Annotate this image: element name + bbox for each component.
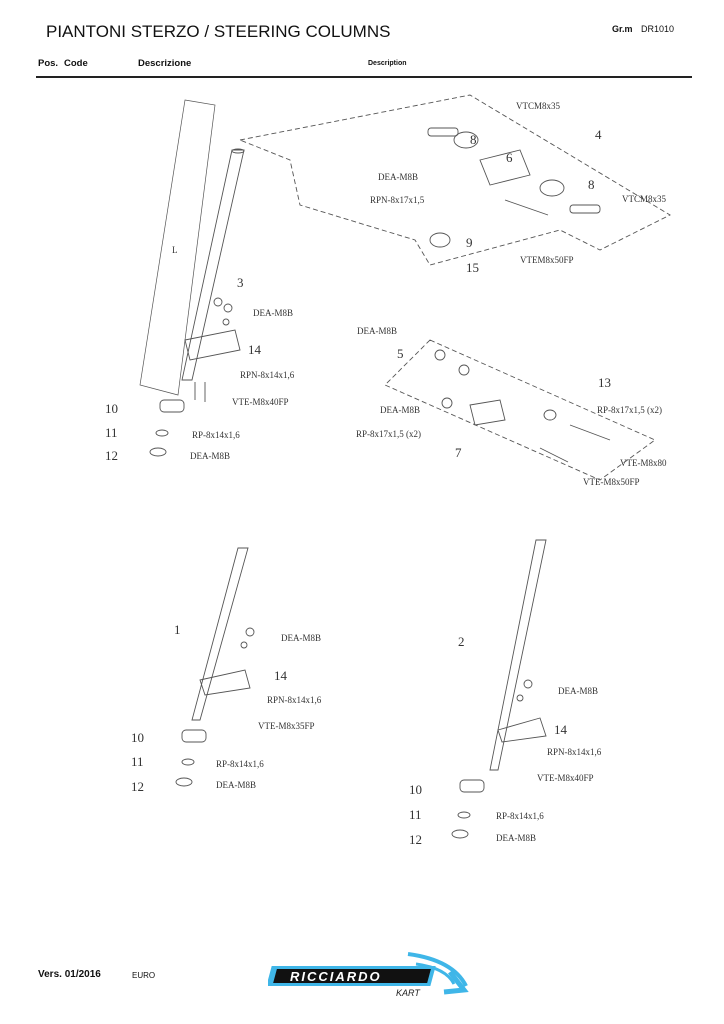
- dimension-l: L: [172, 245, 178, 255]
- callout-10: 10: [409, 782, 422, 797]
- bracket-14: [184, 329, 241, 361]
- callout-dea-m8b: DEA-M8B: [253, 308, 293, 318]
- callout-vtcm8x35: VTCM8x35: [516, 101, 561, 111]
- callout-8: 8: [470, 132, 477, 147]
- callout-14: 14: [248, 342, 261, 357]
- callout-dea-m8b: DEA-M8B: [357, 326, 397, 336]
- group-label: Gr.m: [612, 24, 633, 34]
- group-code: DR1010: [641, 24, 675, 34]
- callout-15: 15: [466, 260, 479, 275]
- page-title: PIANTONI STERZO / STEERING COLUMNS: [46, 22, 391, 41]
- steering-column-1: [191, 547, 249, 721]
- market: EURO: [132, 971, 156, 980]
- ricciardo-kart-logo: RICCIARDO KART: [268, 952, 469, 998]
- col-pos: Pos.: [38, 58, 59, 69]
- callout-11: 11: [131, 754, 144, 769]
- callout-rp: RP-8x14x1,6: [496, 811, 544, 821]
- callout-13: 13: [598, 375, 611, 390]
- callout-dea-m8b: DEA-M8B: [281, 633, 321, 643]
- callout-11: 11: [105, 425, 118, 440]
- callout-vte-m8x80: VTE-M8x80: [620, 458, 667, 468]
- svg-text:KART: KART: [396, 988, 421, 998]
- header-divider: [36, 76, 692, 78]
- callout-rp: RP-8x17x1,5 (x2): [356, 429, 421, 439]
- callout-8: 8: [588, 177, 595, 192]
- callout-dea-m8b: DEA-M8B: [378, 172, 418, 182]
- callout-rp: RP-8x17x1,5 (x2): [597, 405, 662, 415]
- callout-vte: VTE-M8x40FP: [232, 397, 289, 407]
- callout-rpn: RPN-8x17x1,5: [370, 195, 425, 205]
- callout-dea-m8b: DEA-M8B: [558, 686, 598, 696]
- callout-1: 1: [174, 622, 181, 637]
- callout-rpn: RPN-8x14x1,6: [547, 747, 602, 757]
- col-description: Description: [368, 60, 407, 67]
- assembly-box-4: [238, 94, 671, 266]
- callout-14: 14: [274, 668, 287, 683]
- col-code: Code: [64, 58, 88, 69]
- assembly-box-5: [384, 339, 656, 481]
- callout-12: 12: [105, 448, 118, 463]
- callout-vte: VTE-M8x35FP: [258, 721, 315, 731]
- callout-rpn: RPN-8x14x1,6: [240, 370, 295, 380]
- version: Vers. 01/2016: [38, 969, 101, 980]
- steering-column-3: [181, 149, 245, 381]
- steering-column-2: [489, 539, 547, 771]
- callout-vte: VTE-M8x40FP: [537, 773, 594, 783]
- callout-9: 9: [466, 235, 473, 250]
- callout-11: 11: [409, 807, 422, 822]
- callout-4: 4: [595, 127, 602, 142]
- callout-6: 6: [506, 150, 513, 165]
- callout-14: 14: [554, 722, 567, 737]
- callout-rp: RP-8x14x1,6: [192, 430, 240, 440]
- callout-dea-m8b: DEA-M8B: [380, 405, 420, 415]
- bushing-10: [159, 399, 185, 413]
- callout-vtem8x50fp: VTEM8x50FP: [520, 255, 574, 265]
- callout-dea-m8b: DEA-M8B: [190, 451, 230, 461]
- callout-rpn: RPN-8x14x1,6: [267, 695, 322, 705]
- callout-vtcm8x35: VTCM8x35: [622, 194, 667, 204]
- callout-7: 7: [455, 445, 462, 460]
- callout-vte-m8x50fp: VTE-M8x50FP: [583, 477, 640, 487]
- callout-12: 12: [131, 779, 144, 794]
- callout-2: 2: [458, 634, 465, 649]
- callout-dea-m8b: DEA-M8B: [216, 780, 256, 790]
- callout-12: 12: [409, 832, 422, 847]
- col-descrizione: Descrizione: [138, 58, 192, 69]
- dimension-frame: [139, 99, 216, 396]
- callout-3: 3: [237, 275, 244, 290]
- callout-5: 5: [397, 346, 404, 361]
- callout-dea-m8b: DEA-M8B: [496, 833, 536, 843]
- callout-10: 10: [105, 401, 118, 416]
- svg-text:RICCIARDO: RICCIARDO: [290, 969, 382, 984]
- callout-10: 10: [131, 730, 144, 745]
- callout-rp: RP-8x14x1,6: [216, 759, 264, 769]
